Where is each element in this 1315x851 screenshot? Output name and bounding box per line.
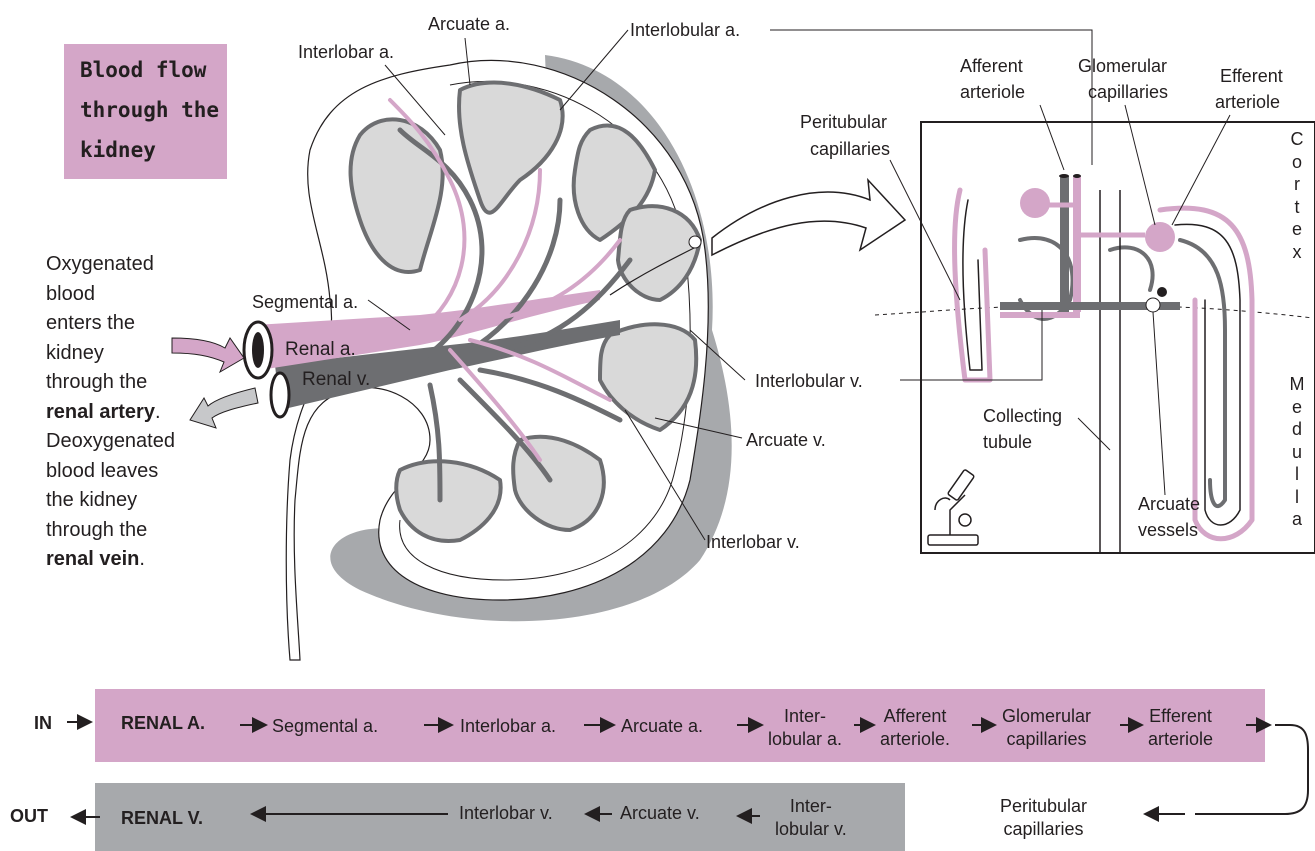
arcuate-artery [1000, 312, 1080, 318]
label-interlobular-v: Interlobular v. [755, 371, 863, 391]
glomerulus-mini [689, 236, 701, 248]
label-interlobar-v: Interlobar v. [706, 532, 800, 552]
cortex-letter: e [1288, 218, 1306, 241]
label-afferent-2: arteriole [960, 82, 1025, 102]
arcuate-vessel-v [1157, 287, 1167, 297]
medulla-letter: a [1288, 508, 1306, 531]
cortex-letter: t [1288, 196, 1306, 219]
medulla-letter: d [1288, 418, 1306, 441]
medulla-letter: M [1288, 373, 1306, 396]
medulla-letter: u [1288, 441, 1306, 464]
medulla-label: M e d u l l a [1288, 373, 1306, 531]
label-arcuate-vessels-2: vessels [1138, 520, 1198, 540]
in-arrow [172, 338, 244, 372]
side-arrows [160, 320, 410, 480]
label-collecting-1: Collecting [983, 406, 1062, 426]
label-efferent-1: Efferent [1220, 66, 1283, 86]
label-collecting-2: tubule [983, 432, 1032, 452]
vessel-top-v [1059, 174, 1069, 178]
label-arcuate-vessels-1: Arcuate [1138, 494, 1200, 514]
interlobular-vein [1060, 176, 1069, 312]
label-afferent-1: Afferent [960, 56, 1023, 76]
medulla-letter: e [1288, 396, 1306, 419]
label-arcuate-v: Arcuate v. [746, 430, 826, 450]
flow-arrows [0, 690, 1315, 850]
label-interlobar-a: Interlobar a. [298, 42, 394, 62]
glomerulus-left [1020, 188, 1050, 218]
vessel-top-a [1073, 174, 1081, 178]
boundary-left [875, 312, 921, 315]
out-arrow [190, 388, 258, 428]
cortex-label: C o r t e x [1288, 128, 1306, 263]
interlobular-artery [1073, 176, 1081, 312]
label-arcuate-a: Arcuate a. [428, 14, 510, 34]
label-glomerular-1: Glomerular [1078, 56, 1167, 76]
label-glomerular-2: capillaries [1088, 82, 1168, 102]
loop-connector [1195, 725, 1308, 814]
label-interlobular-a: Interlobular a. [630, 20, 740, 40]
label-segmental-a: Segmental a. [252, 292, 358, 312]
cortex-letter: x [1288, 241, 1306, 264]
label-efferent-2: arteriole [1215, 92, 1280, 112]
cortex-letter: r [1288, 173, 1306, 196]
medulla-letter: l [1288, 463, 1306, 486]
cortex-letter: C [1288, 128, 1306, 151]
glomerulus-right [1145, 222, 1175, 252]
magnify-arrow [712, 180, 905, 255]
cortex-letter: o [1288, 151, 1306, 174]
medulla-letter: l [1288, 486, 1306, 509]
label-peritubular-2: capillaries [810, 139, 890, 159]
arcuate-vessel-a [1146, 298, 1160, 312]
label-peritubular-1: Peritubular [800, 112, 887, 132]
